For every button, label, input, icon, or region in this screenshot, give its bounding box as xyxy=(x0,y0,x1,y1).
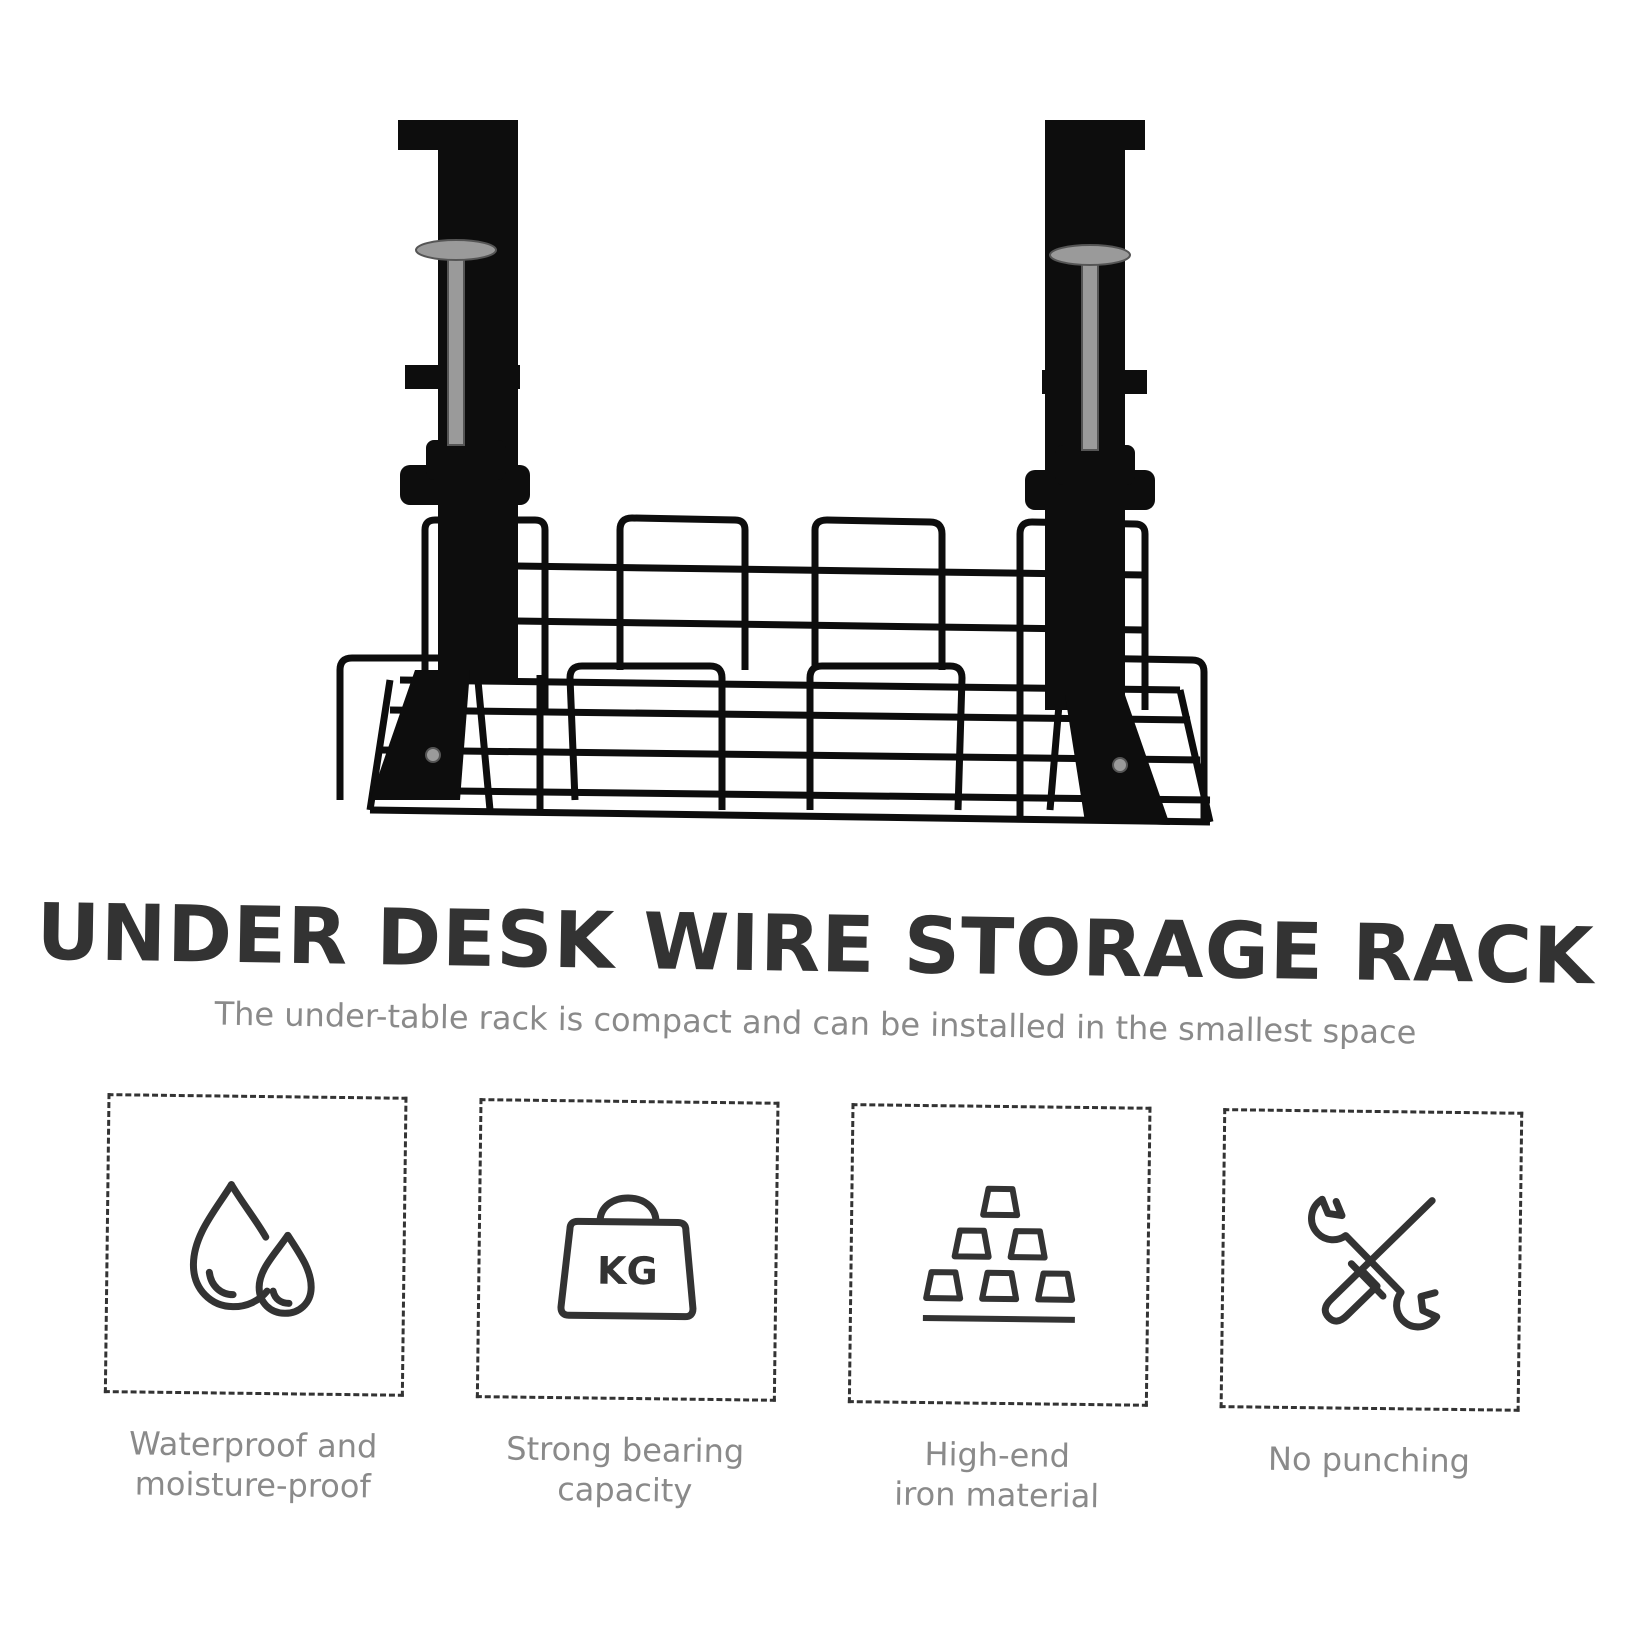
page-title: UNDER DESK WIRE STORAGE RACK xyxy=(35,887,1596,1003)
feature-waterproof: Waterproof and moisture-proof xyxy=(103,1093,418,1507)
feature-box xyxy=(1219,1108,1524,1412)
feature-no-punching: No punching xyxy=(1219,1108,1533,1482)
kg-text: KG xyxy=(597,1249,658,1294)
wire-rack-illustration xyxy=(336,120,1214,826)
feature-label: Waterproof and moisture-proof xyxy=(128,1424,378,1506)
page-subtitle: The under-table rack is compact and can … xyxy=(214,994,1417,1052)
feature-list: Waterproof and moisture-proof KG Strong … xyxy=(0,1093,1631,1555)
product-image xyxy=(330,110,1310,870)
feature-box xyxy=(847,1103,1152,1407)
feature-label: High-end iron material xyxy=(894,1435,1100,1516)
water-drops-icon xyxy=(189,1181,315,1317)
kg-weight-icon: KG xyxy=(557,1194,697,1321)
feature-bearing: KG Strong bearing capacity xyxy=(475,1098,790,1512)
iron-bars-icon xyxy=(922,1185,1076,1323)
feature-box: KG xyxy=(475,1098,780,1402)
feature-box xyxy=(103,1093,408,1397)
feature-label: No punching xyxy=(1267,1439,1471,1481)
feature-label: Strong bearing capacity xyxy=(506,1429,745,1510)
feature-iron: High-end iron material xyxy=(847,1103,1162,1517)
wrench-screwdriver-icon xyxy=(1308,1195,1441,1331)
